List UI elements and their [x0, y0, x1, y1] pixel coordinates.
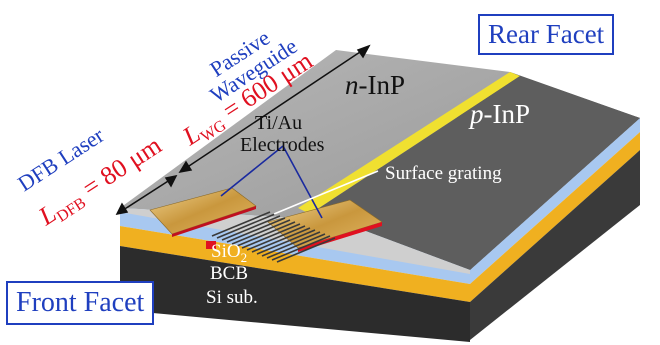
sio2-label: SiO2 [211, 241, 247, 265]
p-inp-label: p-InP [468, 99, 530, 129]
front-si-layer [120, 246, 470, 342]
p-inp-top [310, 76, 640, 270]
left-pad-red-edge [172, 206, 256, 237]
si-sub-label: Si sub. [206, 287, 258, 308]
grating-pointer-line [273, 170, 379, 215]
surface-grating-bars [211, 211, 336, 263]
right-light-blue-layer [470, 118, 640, 284]
n-inp-label: n-InP [345, 70, 405, 100]
sio2-sub: 2 [241, 250, 248, 265]
front-facet-label: Front Facet [6, 281, 155, 325]
electrode-pointer-lines [220, 145, 323, 219]
surface-grating-label: Surface grating [385, 163, 502, 184]
dimension-arrows [115, 44, 371, 216]
dfb-section [149, 187, 383, 263]
top-face [120, 50, 510, 220]
sio2-base: SiO [211, 241, 241, 262]
right-gold-layer [470, 132, 640, 302]
electrodes-label: Electrodes [240, 134, 325, 156]
bcb-label: BCB [210, 263, 248, 284]
yellow-stripe [298, 72, 520, 214]
ti-au-label: Ti/Au [255, 112, 302, 134]
rear-facet-label: Rear Facet [478, 14, 615, 55]
right-si-layer [470, 150, 640, 340]
ridge-red-front [206, 241, 216, 249]
